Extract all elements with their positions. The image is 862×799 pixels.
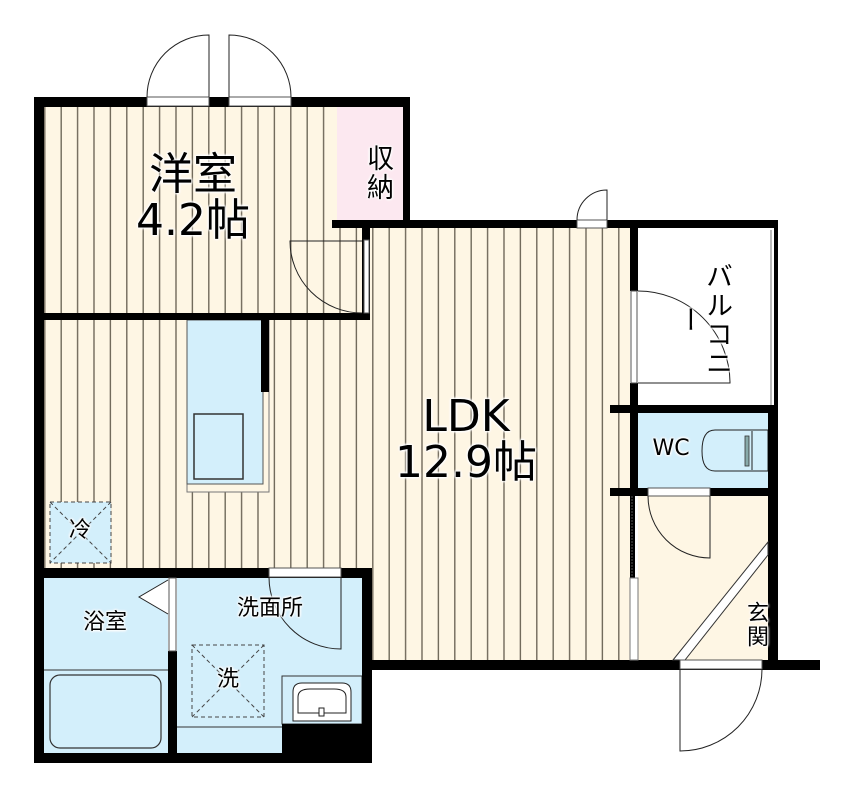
bath-door-swing [138, 579, 169, 615]
ldk-label: LDK 12.9帖 [376, 391, 556, 489]
western-room-label: 洋室 4.2帖 [126, 149, 260, 247]
stove [193, 413, 244, 480]
balcony-label: バルコニー [672, 262, 732, 378]
entrance-label: 玄関 [743, 601, 768, 649]
fridge-label: 冷 [68, 518, 91, 543]
walls [34, 97, 820, 763]
washer-label: 洗 [216, 667, 239, 692]
bathtub [44, 579, 169, 749]
ldk-size: 12.9帖 [395, 437, 537, 489]
ldk-floor [44, 320, 630, 568]
storage-label: 収納 [362, 144, 393, 202]
washer-space [177, 644, 282, 728]
storage-floor [337, 107, 403, 220]
western-room-floor [44, 107, 337, 313]
western-room-name: 洋室 [149, 149, 237, 200]
fridge-space [49, 501, 112, 564]
toilet [701, 429, 769, 472]
doors [146, 34, 772, 752]
bathroom-floor [44, 578, 168, 753]
balcony-floor [638, 228, 776, 405]
ldk-name: LDK [422, 391, 510, 442]
wash-basin [281, 675, 372, 763]
bathroom-label: 浴室 [82, 610, 127, 635]
floors [44, 107, 776, 753]
washroom-label: 洗面所 [236, 596, 303, 621]
wc-label: WC [652, 436, 690, 461]
western-room-size: 4.2帖 [136, 195, 250, 247]
kitchen-counter [186, 319, 270, 493]
